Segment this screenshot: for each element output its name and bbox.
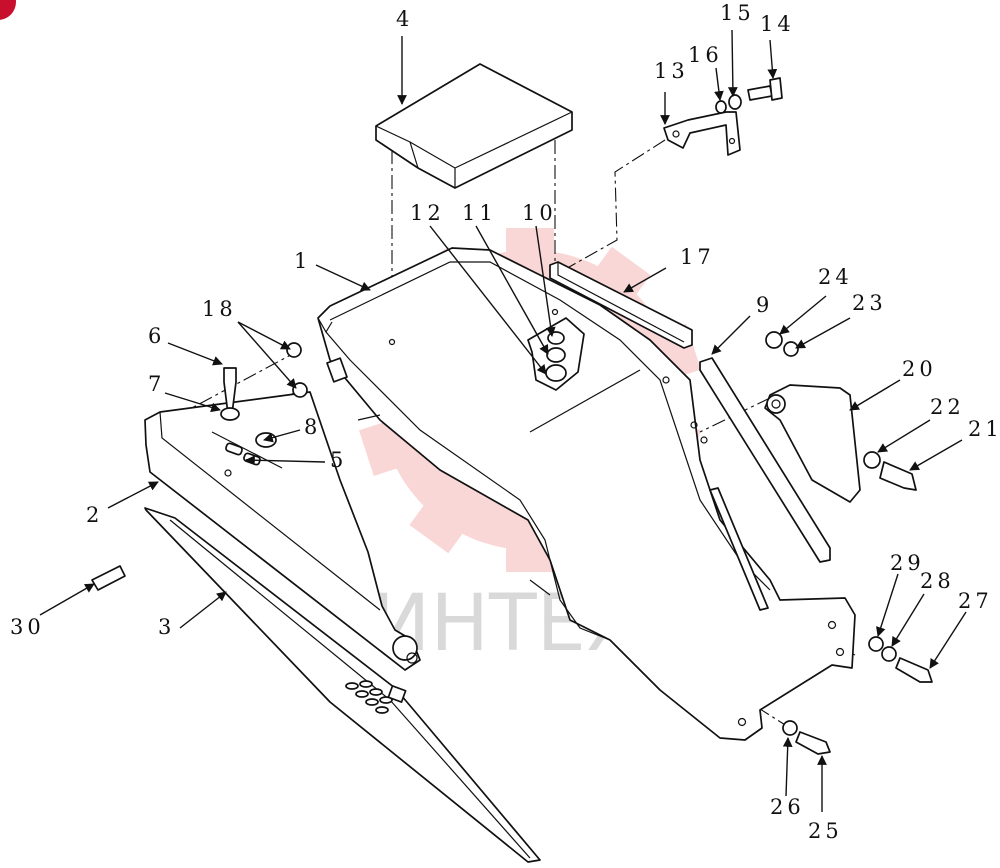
- part-wood-strip: [549, 261, 693, 349]
- callout-10: 10: [522, 201, 557, 225]
- callout-25: 25: [808, 819, 843, 843]
- callout-3: 3: [158, 615, 175, 639]
- callout-2: 2: [86, 503, 103, 527]
- callout-9: 9: [756, 293, 773, 317]
- callout-17: 17: [680, 245, 715, 269]
- part-seat-cushion: [375, 63, 573, 189]
- callout-5: 5: [330, 448, 347, 472]
- callout-28: 28: [920, 569, 955, 593]
- callout-20: 20: [902, 357, 937, 381]
- side-fasteners: [765, 331, 917, 491]
- callout-7: 7: [148, 372, 165, 396]
- callout-29: 29: [890, 551, 925, 575]
- callout-26: 26: [770, 795, 805, 819]
- watermark-gear-tooth: [409, 484, 478, 554]
- callout-12: 12: [410, 201, 445, 225]
- callout-4: 4: [396, 7, 413, 31]
- part-bottom-panel: [144, 507, 541, 863]
- callout-30: 30: [10, 615, 45, 639]
- part-seat-box: [317, 247, 856, 741]
- bottom-panel-vents: [345, 680, 407, 714]
- callout-21: 21: [968, 417, 1000, 441]
- callout-11: 11: [462, 201, 497, 225]
- part-bracket: [663, 111, 741, 156]
- callout-6: 6: [148, 324, 165, 348]
- callout-23: 23: [852, 291, 887, 315]
- callout-24: 24: [818, 265, 853, 289]
- part-side-strip: [699, 357, 831, 563]
- part-side-bracket: [764, 384, 861, 503]
- bracket-fasteners: [715, 77, 783, 114]
- callout-27: 27: [958, 589, 993, 613]
- leader-lines: [39, 29, 967, 812]
- callout-labels: 4 1 2 3 30 6 7 8 5 18 12 11 10 13 16 15 …: [10, 1, 1000, 843]
- callout-15: 15: [720, 1, 755, 25]
- corner-badge: [0, 0, 16, 20]
- callout-14: 14: [760, 12, 795, 36]
- callout-16: 16: [688, 43, 723, 67]
- callout-13: 13: [654, 59, 689, 83]
- callout-22: 22: [930, 395, 965, 419]
- callout-8: 8: [304, 415, 321, 439]
- callout-18: 18: [202, 297, 237, 321]
- callout-1: 1: [294, 249, 311, 273]
